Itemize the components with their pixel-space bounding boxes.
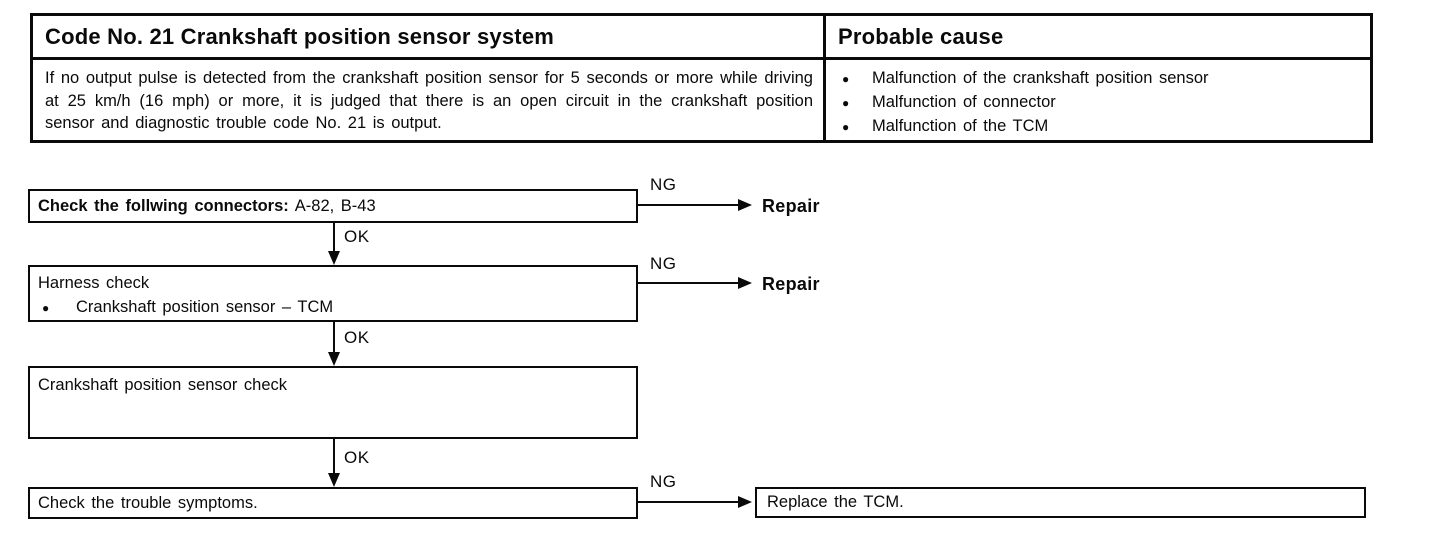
flow-step3-title: Crankshaft position sensor check <box>38 376 288 394</box>
ng-arrow-line <box>638 501 738 503</box>
probable-cause-column: Probable cause ● Malfunction of the cran… <box>826 16 1370 140</box>
bullet-icon: ● <box>842 120 850 134</box>
replace-tcm-label: Replace the TCM. <box>767 493 904 511</box>
ng-label: NG <box>650 472 677 491</box>
ng-label: NG <box>650 254 677 273</box>
flow-step-sensor-check: Crankshaft position sensor check <box>28 366 638 439</box>
ok-arrow-line <box>333 322 335 352</box>
ok-arrow-line <box>333 223 335 253</box>
ok-arrow-head-icon <box>328 352 340 366</box>
dtc-code-title: Code No. 21 Crankshaft position sensor s… <box>33 16 823 60</box>
repair-result-label: Repair <box>762 274 820 294</box>
ok-arrow-line <box>333 439 335 473</box>
ng-arrow-head-icon <box>738 277 752 289</box>
dtc-description: If no output pulse is detected from the … <box>45 69 813 132</box>
flow-step-harness-check: Harness check ● Crankshaft position sens… <box>28 265 638 322</box>
bullet-icon: ● <box>42 301 50 315</box>
flow-step2-title: Harness check <box>38 274 150 292</box>
probable-cause-item: ● Malfunction of connector <box>842 91 1362 115</box>
flow-step2-item-text: Crankshaft position sensor – TCM <box>76 298 334 316</box>
flow-step4-title: Check the trouble symptoms. <box>38 494 258 512</box>
flow-step1-label: Check the follwing connectors: <box>38 197 289 215</box>
probable-cause-title: Probable cause <box>826 16 1370 60</box>
probable-cause-item: ● Malfunction of the TCM <box>842 115 1362 139</box>
ng-arrow-line <box>638 204 738 206</box>
probable-cause-text: Malfunction of the TCM <box>872 117 1049 135</box>
flow-step2-item: ● Crankshaft position sensor – TCM <box>38 295 628 320</box>
repair-result-label: Repair <box>762 196 820 216</box>
ok-arrow-head-icon <box>328 473 340 487</box>
dtc-header-table: Code No. 21 Crankshaft position sensor s… <box>30 13 1373 143</box>
flow-step-check-connectors: Check the follwing connectors: A-82, B-43 <box>28 189 638 223</box>
ok-arrow-head-icon <box>328 251 340 265</box>
probable-cause-item: ● Malfunction of the crankshaft position… <box>842 67 1362 91</box>
probable-cause-list: ● Malfunction of the crankshaft position… <box>826 60 1370 139</box>
ng-arrow-head-icon <box>738 496 752 508</box>
ok-label: OK <box>344 328 370 347</box>
ok-label: OK <box>344 227 370 246</box>
dtc-code-column: Code No. 21 Crankshaft position sensor s… <box>33 16 826 140</box>
flow-result-replace-tcm: Replace the TCM. <box>755 487 1366 518</box>
ng-arrow-head-icon <box>738 199 752 211</box>
probable-cause-text: Malfunction of connector <box>872 93 1056 111</box>
flow-step-trouble-symptoms: Check the trouble symptoms. <box>28 487 638 519</box>
probable-cause-text: Malfunction of the crankshaft position s… <box>872 69 1209 87</box>
bullet-icon: ● <box>842 72 850 86</box>
ok-label: OK <box>344 448 370 467</box>
bullet-icon: ● <box>842 96 850 110</box>
ng-label: NG <box>650 175 677 194</box>
flow-step1-value: A-82, B-43 <box>294 197 376 215</box>
ng-arrow-line <box>638 282 738 284</box>
